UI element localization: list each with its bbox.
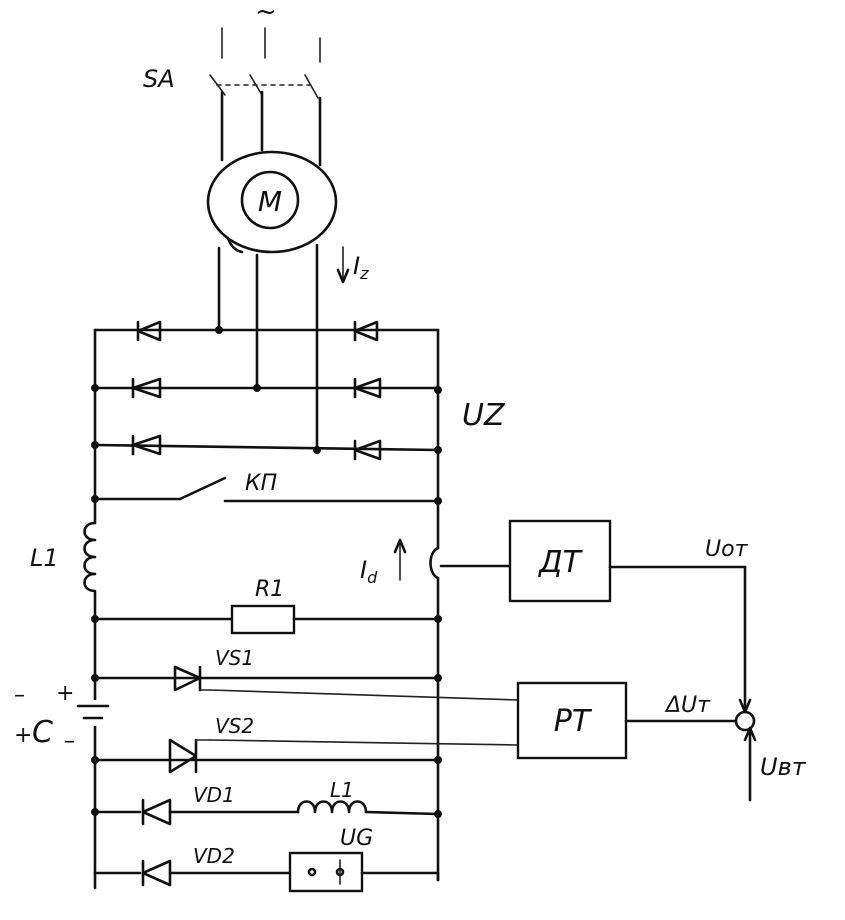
thyristor-vs1-label: VS1 xyxy=(215,646,254,670)
inductor-l1-label: L1 xyxy=(30,544,59,572)
capacitor-label: C xyxy=(32,715,53,750)
current-sensor-block xyxy=(508,519,612,603)
phase-wires xyxy=(217,90,322,452)
diode-vd1-label: VD1 xyxy=(193,783,235,807)
capacitor-minus-bottom: – xyxy=(64,729,75,754)
diode-vd2-label: VD2 xyxy=(193,844,235,868)
regulator-block xyxy=(516,681,628,760)
capacitor-plus-top: + xyxy=(56,681,74,706)
inductor-l1 xyxy=(83,521,98,593)
motor-current-label: Iz xyxy=(353,252,369,283)
rectifier-row-1 xyxy=(93,320,440,342)
motor-label: M xyxy=(258,185,282,218)
error-voltage-label: ΔUт xyxy=(664,693,711,718)
resistor-r1-label: R1 xyxy=(255,577,284,602)
contact-kp xyxy=(91,476,442,505)
rectifier-row-3 xyxy=(91,434,442,461)
switch-sa-label: SA xyxy=(143,65,175,93)
bus-rails xyxy=(93,328,440,890)
thyristor-vs2 xyxy=(91,738,519,774)
switch-sa xyxy=(209,74,319,99)
diode-vd1-branch xyxy=(91,798,442,826)
capacitor-plus-left: + xyxy=(14,723,32,748)
thyristor-vs1 xyxy=(91,665,519,701)
inductor-2-label: L1 xyxy=(330,778,354,802)
regulator-label: РТ xyxy=(554,704,593,739)
current-sensor-label: ДТ xyxy=(537,545,583,580)
summing-node xyxy=(734,710,757,802)
thyristor-vs2-label: VS2 xyxy=(215,714,254,738)
motor xyxy=(206,150,338,254)
capacitor-minus-top: – xyxy=(14,683,25,708)
ac-symbol-label: ~ xyxy=(255,0,277,27)
load-current-label: Id xyxy=(360,556,378,587)
contact-kp-label: КП xyxy=(245,471,277,496)
diode-vd2-branch xyxy=(93,851,440,893)
capacitor-c xyxy=(76,700,110,726)
feedback-voltage-label: Uот xyxy=(705,537,749,562)
generator-label: UG xyxy=(340,826,373,851)
current-sensor-tap xyxy=(393,538,512,581)
ac-supply-lines xyxy=(221,27,321,63)
motor-current-arrow xyxy=(336,246,350,284)
resistor-r1 xyxy=(91,604,442,635)
rectifier-row-2 xyxy=(91,377,442,399)
rectifier-label: UZ xyxy=(462,398,506,433)
feedback-line xyxy=(608,565,752,714)
reference-voltage-label: Uвт xyxy=(760,753,807,781)
